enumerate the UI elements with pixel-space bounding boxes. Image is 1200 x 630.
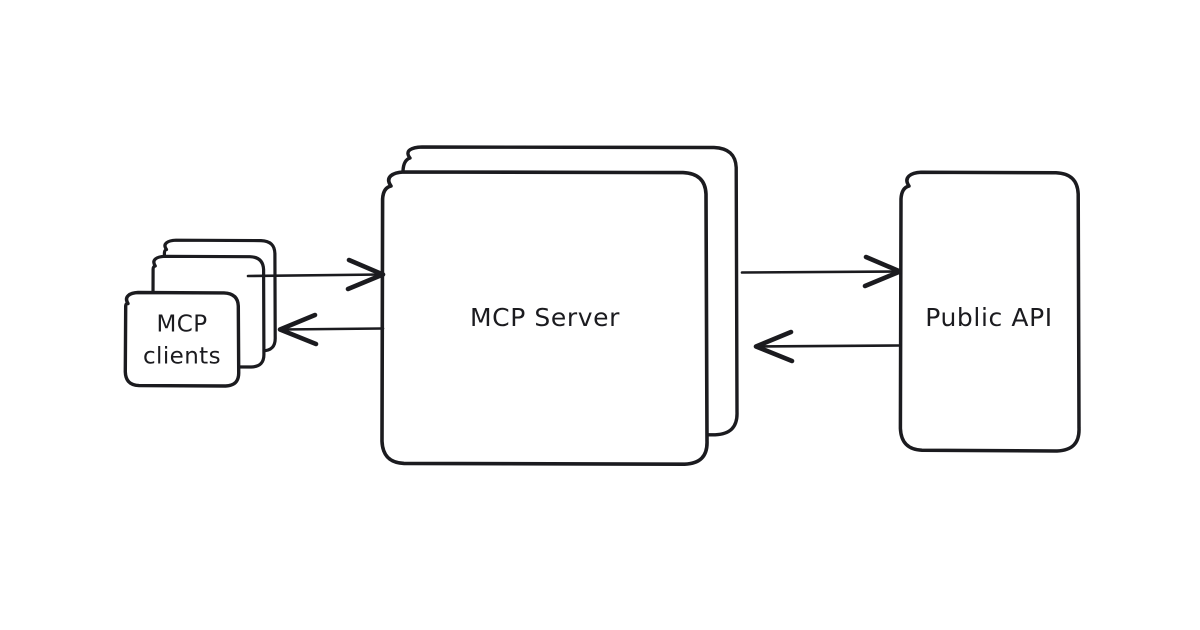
node-public-api[interactable]: Public API (898, 170, 1081, 453)
edge-api-to-server-arrowhead (753, 329, 795, 364)
edge-server-to-clients[interactable] (277, 312, 385, 347)
edge-server-to-api-line (740, 270, 902, 274)
edge-api-to-server[interactable] (753, 329, 902, 364)
edge-clients-to-server-arrowhead (345, 257, 386, 292)
mcp-clients-label-line1: MCP (157, 312, 208, 338)
mcp-clients-label-line2: clients (143, 344, 221, 370)
edge-server-to-clients-arrowhead (277, 312, 319, 347)
node-mcp-clients[interactable]: MCP clients (123, 238, 277, 388)
node-mcp-server[interactable]: MCP Server (380, 145, 739, 466)
edge-server-to-api-arrowhead (862, 254, 903, 289)
mcp-server-card-front (380, 170, 709, 466)
mcp-server-label: MCP Server (470, 303, 620, 332)
mcp-clients-card-front (123, 290, 241, 388)
edge-clients-to-server-line (246, 273, 385, 278)
edge-clients-to-server[interactable] (246, 257, 386, 292)
public-api-card (898, 170, 1081, 453)
edge-api-to-server-line (755, 344, 902, 348)
edge-server-to-clients-line (279, 327, 385, 331)
edge-server-to-api[interactable] (740, 254, 903, 289)
public-api-label: Public API (925, 303, 1052, 332)
